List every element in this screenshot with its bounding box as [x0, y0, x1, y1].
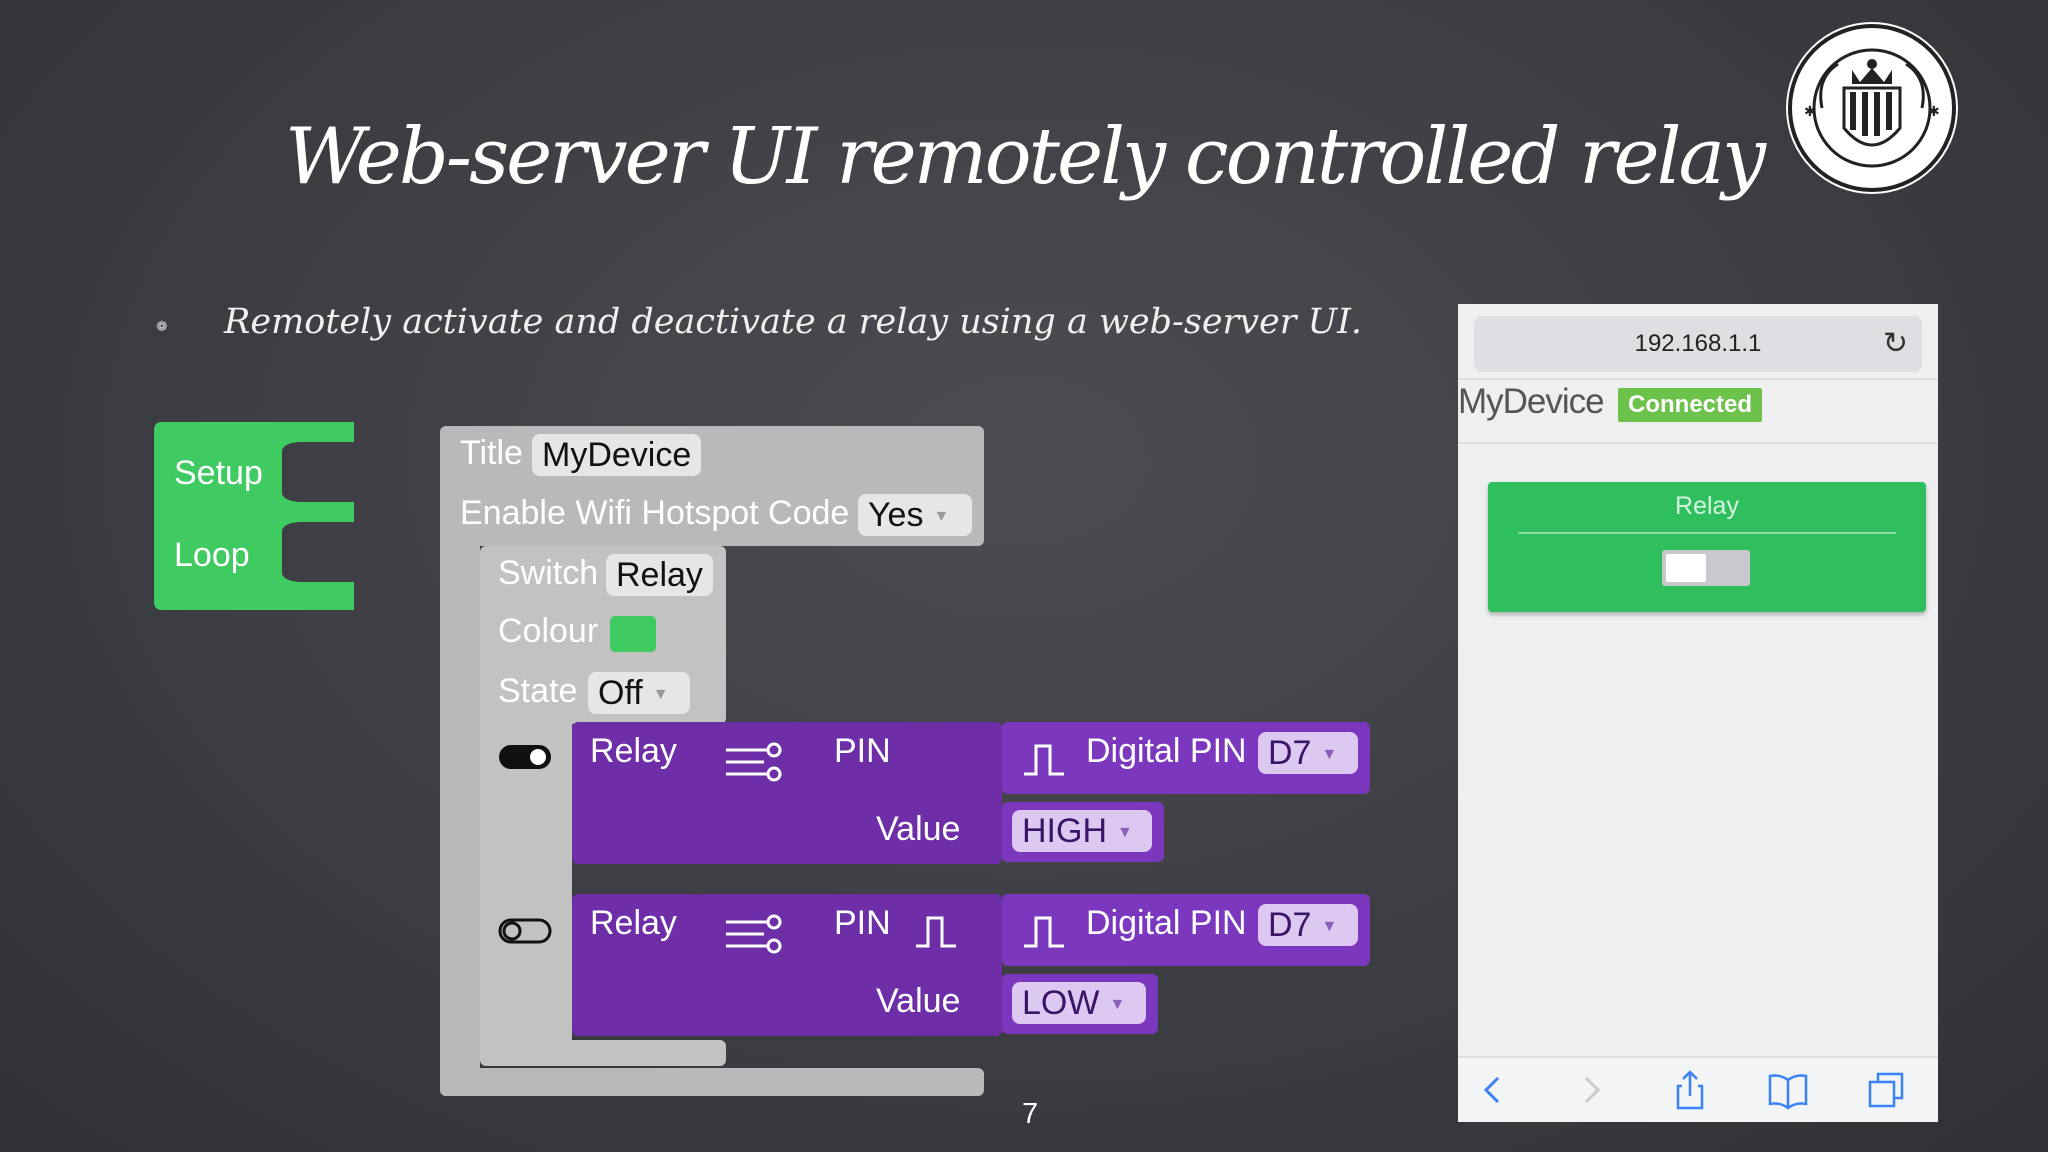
page-number: 7: [1022, 1098, 1039, 1130]
pulse-icon: [1024, 744, 1064, 776]
digital-pin-label: Digital PIN: [1086, 732, 1247, 770]
value-value: LOW: [1022, 984, 1100, 1022]
pin-label: PIN: [834, 904, 891, 942]
state-dropdown[interactable]: Off ▼: [588, 672, 690, 714]
bullet-text: Remotely activate and deactivate a relay…: [224, 302, 1363, 342]
forward-icon[interactable]: [1570, 1068, 1614, 1112]
tabs-icon[interactable]: [1864, 1068, 1908, 1112]
dropdown-arrow-icon: ▼: [1117, 824, 1133, 842]
app-block-spine: [440, 540, 480, 1096]
value-value: HIGH: [1022, 812, 1107, 850]
relay-symbol-icon: [726, 742, 782, 782]
relay-block-body: [572, 722, 1002, 864]
dropdown-arrow-icon: ▼: [1109, 996, 1126, 1014]
browser-toolbar: [1458, 1056, 1938, 1122]
switch-name-field[interactable]: Relay: [606, 554, 713, 596]
colour-swatch[interactable]: [610, 616, 656, 652]
relay-label: Relay: [590, 732, 677, 770]
url-text: 192.168.1.1: [1634, 330, 1762, 357]
bullet-marker-icon: ❁: [156, 318, 168, 334]
phone-screenshot: 192.168.1.1 ↻ MyDevice Connected Relay: [1458, 304, 1938, 1122]
relay-card: Relay: [1488, 482, 1926, 612]
state-value: Off: [598, 674, 643, 712]
dropdown-arrow-icon: ▼: [1321, 746, 1338, 764]
divider: [1458, 442, 1938, 444]
connection-status-badge: Connected: [1618, 388, 1763, 422]
pin-dropdown[interactable]: D7 ▼: [1258, 904, 1358, 946]
svg-text:✱: ✱: [1928, 104, 1940, 120]
relay-symbol-icon: [726, 914, 782, 954]
dropdown-arrow-icon: ▼: [933, 508, 950, 526]
loop-label: Loop: [174, 536, 250, 574]
share-icon[interactable]: [1668, 1068, 1712, 1112]
svg-text:✱: ✱: [1804, 104, 1816, 120]
value-dropdown[interactable]: HIGH ▼: [1012, 810, 1152, 852]
bookmarks-icon[interactable]: [1766, 1068, 1810, 1112]
switch-block-spine: [480, 718, 572, 1058]
pin-dropdown[interactable]: D7 ▼: [1258, 732, 1358, 774]
digital-pin-label: Digital PIN: [1086, 904, 1247, 942]
relay-card-title: Relay: [1675, 492, 1739, 520]
pin-value: D7: [1268, 906, 1312, 944]
state-label: State: [498, 672, 578, 710]
toggle-off-icon: [498, 918, 552, 944]
device-name: MyDevice: [1458, 382, 1605, 421]
app-block-footer: [440, 1068, 984, 1096]
setup-label: Setup: [174, 454, 263, 492]
colour-label: Colour: [498, 612, 599, 650]
pin-label: PIN: [834, 732, 891, 770]
title-field[interactable]: MyDevice: [532, 434, 702, 476]
relay-label: Relay: [590, 904, 677, 942]
hotspot-label: Enable Wifi Hotspot Code: [460, 494, 850, 532]
toggle-on-icon: [499, 745, 551, 769]
reload-icon[interactable]: ↻: [1882, 327, 1908, 360]
switch-block-footer: [480, 1040, 726, 1066]
pulse-icon: [1024, 916, 1064, 948]
switch-label: Switch: [498, 554, 599, 592]
divider: [1458, 378, 1938, 380]
toggle-knob: [1666, 554, 1706, 582]
relay-card-divider: [1518, 532, 1896, 534]
dropdown-arrow-icon: ▼: [652, 686, 669, 704]
pulse-icon: [914, 742, 958, 778]
hotspot-dropdown[interactable]: Yes ▼: [858, 494, 972, 536]
back-icon[interactable]: [1470, 1068, 1514, 1112]
url-bar[interactable]: 192.168.1.1 ↻: [1474, 316, 1922, 372]
value-label: Value: [876, 982, 961, 1020]
slide-title: Web-server UI remotely controlled relay: [284, 112, 1766, 202]
value-dropdown[interactable]: LOW ▼: [1012, 982, 1146, 1024]
university-seal-logo: ✱ ✱: [1786, 22, 1958, 194]
hotspot-value: Yes: [868, 496, 924, 534]
title-label: Title: [460, 434, 523, 472]
setup-loop-block-shape: [154, 422, 354, 610]
pulse-icon: [916, 916, 956, 948]
dropdown-arrow-icon: ▼: [1321, 918, 1338, 936]
setup-loop-block[interactable]: Setup Loop: [154, 422, 354, 610]
value-label: Value: [876, 810, 961, 848]
pin-value: D7: [1268, 734, 1312, 772]
relay-toggle-switch[interactable]: [1662, 550, 1750, 586]
